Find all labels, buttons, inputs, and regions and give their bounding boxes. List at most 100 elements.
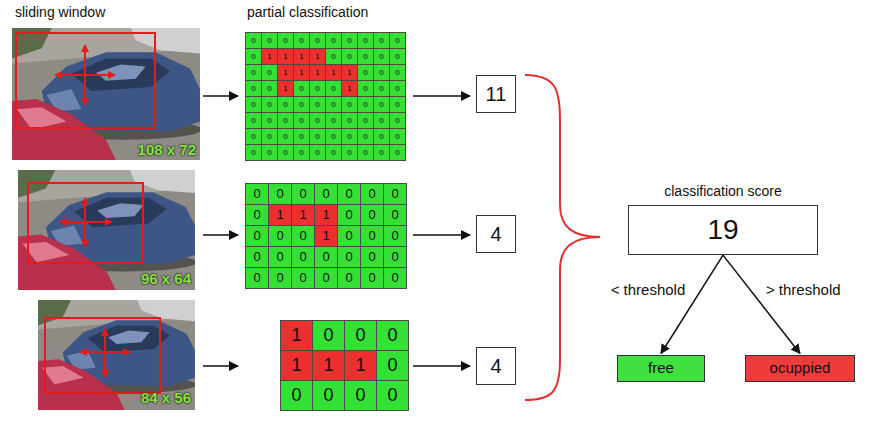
grid-cell: 0 xyxy=(291,246,315,268)
grid-cell: 0 xyxy=(389,80,406,97)
grid-cell: 1 xyxy=(309,64,326,81)
grid-cell: 0 xyxy=(389,128,406,145)
grid-cell: 0 xyxy=(245,267,269,289)
grid-cell: 0 xyxy=(277,32,294,49)
grid-cell: 0 xyxy=(309,144,326,161)
cell-value: 1 xyxy=(283,68,287,77)
result-box: ocuppied xyxy=(745,355,855,382)
cell-value: 0 xyxy=(331,52,335,61)
grid-cell: 0 xyxy=(268,267,292,289)
cell-value: 1 xyxy=(283,84,287,93)
edge-label: > threshold xyxy=(764,281,843,298)
grid-cell: 0 xyxy=(373,48,390,65)
grid-cell: 1 xyxy=(314,204,338,226)
box-text: ocuppied xyxy=(770,359,831,376)
cell-value: 0 xyxy=(363,116,367,125)
cell-value: 0 xyxy=(299,84,303,93)
cell-value: 0 xyxy=(276,250,283,265)
partial-score-box: 4 xyxy=(476,347,516,385)
cell-value: 1 xyxy=(276,208,283,223)
cell-value: 1 xyxy=(267,52,271,61)
grid-cell: 0 xyxy=(383,225,407,247)
cell-value: 0 xyxy=(299,271,306,286)
cell-value: 0 xyxy=(363,68,367,77)
grid-cell: 1 xyxy=(280,350,313,381)
cell-value: 0 xyxy=(299,100,303,109)
grid-cell: 1 xyxy=(261,48,278,65)
box-frame: 4 xyxy=(476,215,516,253)
cell-value: 0 xyxy=(391,250,398,265)
grid-cell: 0 xyxy=(309,112,326,129)
cell-value: 0 xyxy=(251,116,255,125)
cell-value: 0 xyxy=(368,229,375,244)
cell-value: 0 xyxy=(395,52,399,61)
cell-value: 1 xyxy=(355,355,365,376)
grid-cell: 0 xyxy=(245,225,269,247)
grid-cell: 1 xyxy=(314,225,338,247)
flow-arrow xyxy=(413,234,470,236)
cell-value: 1 xyxy=(322,208,329,223)
cell-value: 0 xyxy=(363,148,367,157)
grid-cell: 0 xyxy=(309,80,326,97)
cell-value: 1 xyxy=(347,84,351,93)
box-frame: ocuppied xyxy=(745,355,855,382)
grid-cell: 0 xyxy=(325,48,342,65)
grid-cell: 0 xyxy=(245,112,262,129)
grid-cell: 0 xyxy=(325,96,342,113)
cell-value: 0 xyxy=(379,84,383,93)
parking-photo xyxy=(18,170,197,290)
cell-value: 0 xyxy=(251,100,255,109)
grid-cell: 0 xyxy=(376,380,409,411)
grid-cell: 0 xyxy=(373,112,390,129)
partial-score-box: 4 xyxy=(476,215,516,253)
grid-cell: 0 xyxy=(337,225,361,247)
cell-value: 0 xyxy=(283,36,287,45)
cell-value: 0 xyxy=(251,36,255,45)
cell-value: 0 xyxy=(331,36,335,45)
cell-value: 0 xyxy=(345,187,352,202)
cell-value: 1 xyxy=(323,355,333,376)
flow-arrow xyxy=(203,234,238,236)
cell-value: 1 xyxy=(283,52,287,61)
cell-value: 0 xyxy=(391,271,398,286)
grid-cell: 0 xyxy=(268,246,292,268)
grid-cell: 0 xyxy=(373,144,390,161)
grid-cell: 0 xyxy=(291,225,315,247)
cell-value: 0 xyxy=(251,132,255,141)
grid-cell: 1 xyxy=(325,64,342,81)
grid-cell: 0 xyxy=(325,144,342,161)
grid-cell: 0 xyxy=(383,246,407,268)
box-frame: 11 xyxy=(476,75,516,113)
cell-value: 0 xyxy=(331,84,335,93)
cell-value: 1 xyxy=(347,68,351,77)
cell-value: 0 xyxy=(323,325,333,346)
grid-cell: 0 xyxy=(293,144,310,161)
grid-cell: 0 xyxy=(268,183,292,205)
cell-value: 0 xyxy=(299,36,303,45)
grid-cell: 0 xyxy=(291,267,315,289)
cell-value: 0 xyxy=(347,132,351,141)
cell-value: 0 xyxy=(363,84,367,93)
cell-value: 0 xyxy=(315,116,319,125)
cell-value: 0 xyxy=(345,250,352,265)
grid-cell: 1 xyxy=(341,80,358,97)
cell-value: 1 xyxy=(322,229,329,244)
cell-value: 0 xyxy=(368,208,375,223)
cell-value: 0 xyxy=(267,116,271,125)
grid-cell: 0 xyxy=(245,246,269,268)
cell-value: 0 xyxy=(251,52,255,61)
grid-cell: 0 xyxy=(325,112,342,129)
grid-cell: 0 xyxy=(293,96,310,113)
grid-cell: 0 xyxy=(360,246,384,268)
grid-cell: 0 xyxy=(325,128,342,145)
cell-value: 0 xyxy=(291,385,301,406)
grid-cell: 0 xyxy=(325,32,342,49)
grid-cell: 0 xyxy=(360,204,384,226)
grid-cell: 0 xyxy=(357,64,374,81)
grid-cell: 0 xyxy=(360,267,384,289)
grid-cell: 0 xyxy=(376,350,409,381)
sliding-window-frame xyxy=(28,183,143,263)
cell-value: 0 xyxy=(322,187,329,202)
grid-cell: 1 xyxy=(268,204,292,226)
cell-value: 0 xyxy=(379,36,383,45)
